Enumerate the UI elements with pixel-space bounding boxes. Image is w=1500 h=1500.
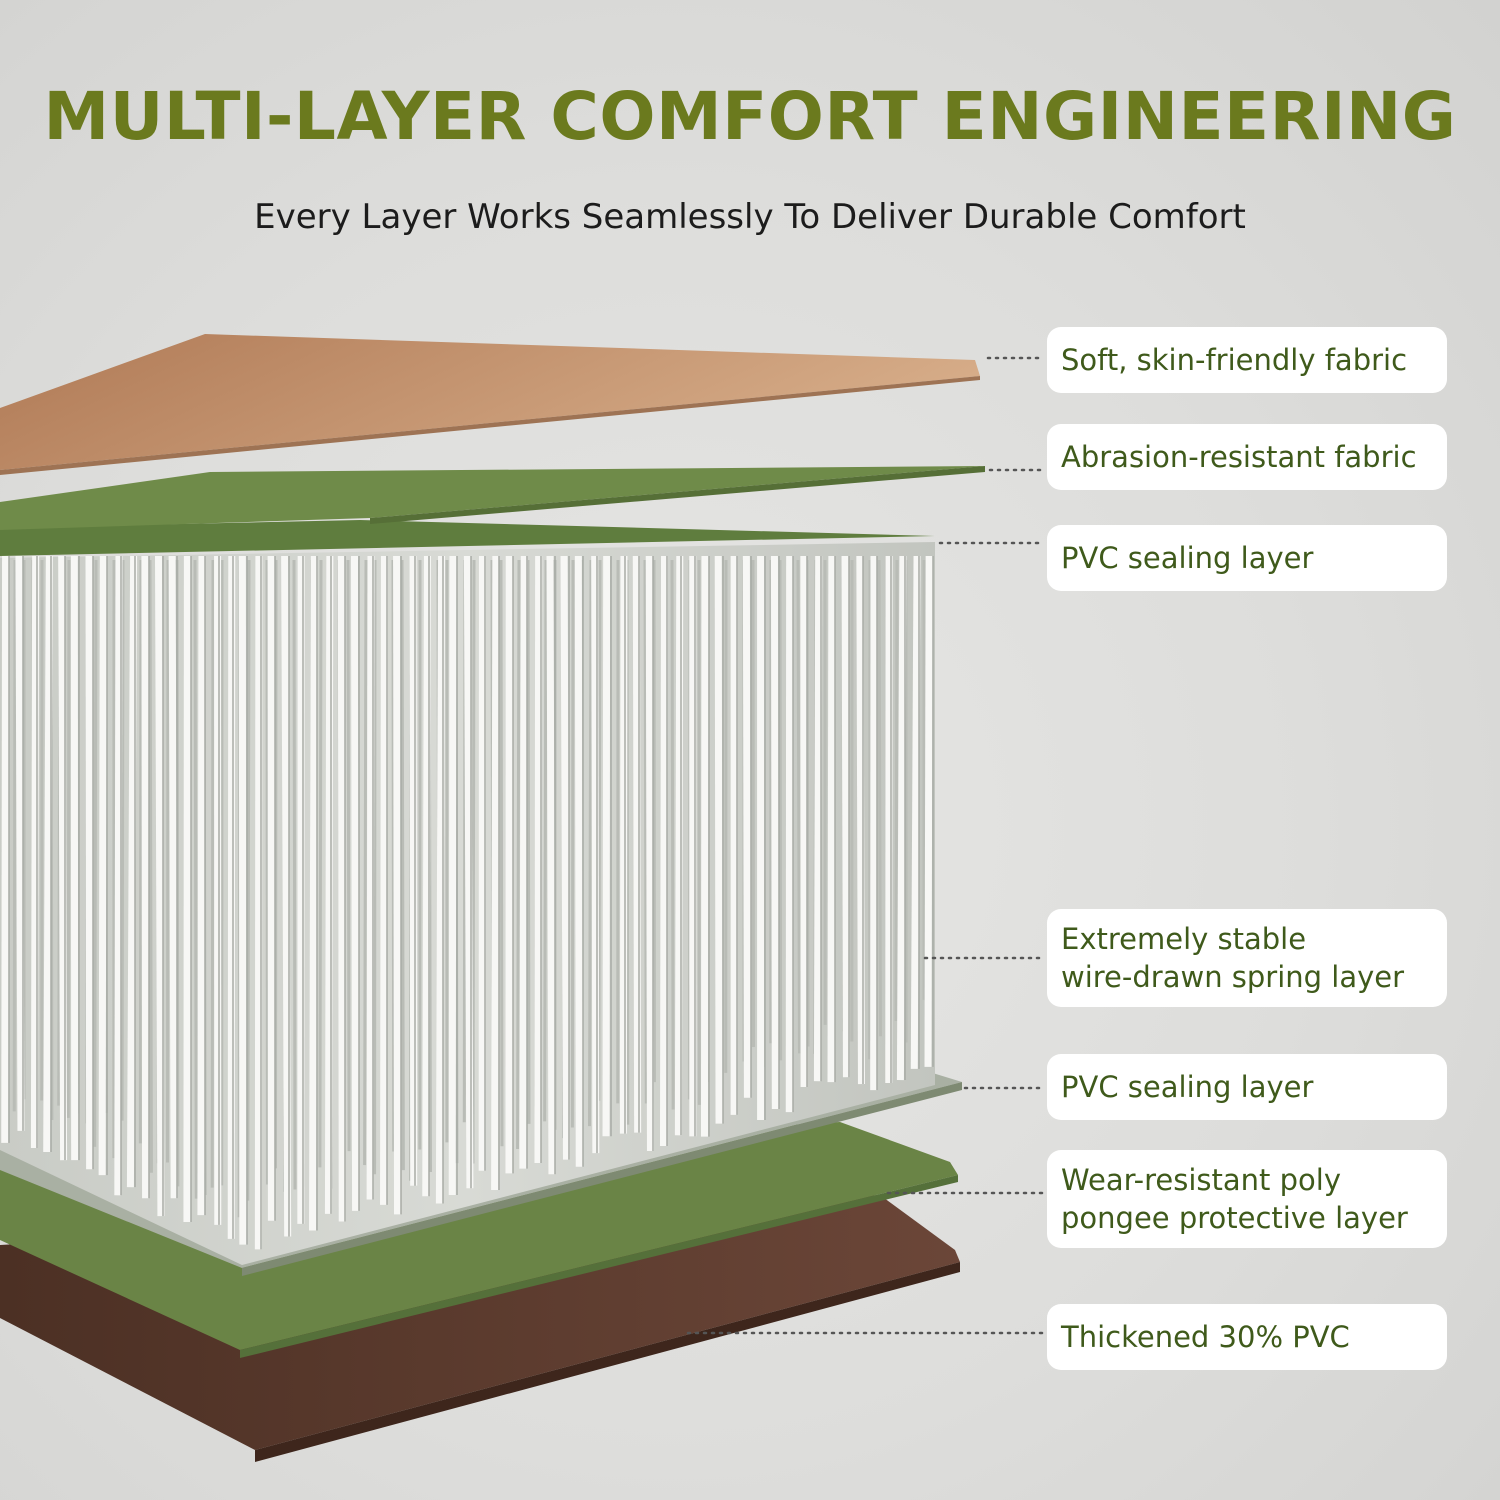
spring-wire-back bbox=[212, 560, 213, 1188]
spring-wire bbox=[341, 556, 342, 1222]
spring-wire bbox=[538, 556, 539, 1163]
spring-wire bbox=[564, 556, 566, 1160]
spring-wire bbox=[774, 556, 775, 1109]
spring-wire-back bbox=[140, 560, 141, 1143]
spring-wire bbox=[550, 556, 552, 1174]
spring-wire bbox=[47, 556, 50, 1152]
spring-wire-back bbox=[95, 560, 96, 1147]
spring-wire bbox=[370, 556, 371, 1199]
label-text-line-1: Extremely stable bbox=[1061, 920, 1306, 958]
spring-wire bbox=[413, 556, 414, 1186]
spring-wire bbox=[384, 556, 385, 1205]
spring-wire-back bbox=[545, 560, 546, 1121]
label-pvc-sealing-upper: PVC sealing layer bbox=[1047, 525, 1447, 591]
spring-wire bbox=[495, 556, 496, 1190]
spring-wire bbox=[145, 556, 146, 1198]
label-abrasion-fabric: Abrasion-resistant fabric bbox=[1047, 424, 1447, 490]
spring-wire bbox=[623, 556, 624, 1134]
spring-wire-back bbox=[879, 560, 880, 1036]
spring-wire bbox=[606, 556, 607, 1136]
spring-wire bbox=[467, 556, 470, 1188]
spring-wire-back bbox=[473, 560, 474, 1164]
spring-wire-back bbox=[501, 560, 502, 1146]
spring-wire bbox=[718, 556, 719, 1124]
spring-wire-back bbox=[798, 560, 799, 1053]
label-text-line-2: pongee protective layer bbox=[1061, 1199, 1408, 1237]
label-pvc-sealing-lower: PVC sealing layer bbox=[1047, 1054, 1447, 1120]
spring-wire bbox=[439, 556, 441, 1204]
spring-wire bbox=[900, 556, 902, 1080]
spring-wire bbox=[817, 556, 818, 1081]
spring-wire bbox=[102, 556, 103, 1175]
spring-wire bbox=[578, 556, 579, 1167]
spring-wire bbox=[130, 556, 133, 1187]
layer-green-abrasion bbox=[0, 466, 985, 530]
spring-wire bbox=[285, 556, 288, 1236]
spring-wire bbox=[845, 556, 846, 1077]
spring-wire bbox=[523, 556, 524, 1169]
label-spring-layer: Extremely stable wire-drawn spring layer bbox=[1047, 909, 1447, 1007]
spring-wire bbox=[860, 556, 862, 1084]
spring-wire bbox=[34, 556, 35, 1148]
spring-wire-back bbox=[780, 560, 781, 1060]
layer-top-fabric bbox=[0, 334, 980, 470]
label-soft-fabric: Soft, skin-friendly fabric bbox=[1047, 327, 1447, 393]
spring-wire bbox=[62, 556, 64, 1160]
spring-wire bbox=[649, 556, 650, 1151]
spring-wire-back bbox=[528, 560, 529, 1124]
spring-wire bbox=[172, 556, 174, 1198]
spring-wire-back bbox=[365, 560, 366, 1165]
spring-wire bbox=[746, 556, 747, 1098]
spring-wire bbox=[258, 556, 259, 1249]
spring-wire bbox=[636, 556, 637, 1133]
spring-wire-back bbox=[167, 560, 168, 1162]
spring-wire-back bbox=[590, 560, 591, 1126]
spring-wire bbox=[159, 556, 161, 1216]
label-text-line-2: wire-drawn spring layer bbox=[1061, 958, 1404, 996]
spring-wire-back bbox=[402, 560, 403, 1170]
spring-wire bbox=[313, 556, 315, 1231]
spring-wire bbox=[914, 556, 917, 1069]
spring-wire bbox=[928, 556, 929, 1067]
spring-wire bbox=[231, 556, 232, 1239]
spring-wire bbox=[354, 556, 355, 1211]
label-text: Abrasion-resistant fabric bbox=[1061, 438, 1417, 476]
spring-wire bbox=[118, 556, 119, 1195]
spring-wire bbox=[328, 556, 329, 1214]
spring-wire bbox=[397, 556, 398, 1214]
label-text: PVC sealing layer bbox=[1061, 539, 1313, 577]
spring-wire-back bbox=[896, 560, 897, 1021]
label-text: Thickened 30% PVC bbox=[1061, 1318, 1350, 1356]
spring-wire bbox=[426, 556, 428, 1196]
spring-wire-back bbox=[320, 560, 321, 1167]
spring-wire bbox=[595, 556, 596, 1153]
spring-wire-back bbox=[248, 560, 249, 1201]
spring-wire bbox=[5, 556, 6, 1143]
spring-wire-back bbox=[150, 560, 151, 1173]
spring-wire-back bbox=[195, 560, 196, 1199]
label-text: PVC sealing layer bbox=[1061, 1068, 1313, 1106]
spring-wire-back bbox=[572, 560, 573, 1128]
spring-wire-back bbox=[14, 560, 15, 1111]
label-text-line-1: Wear-resistant poly bbox=[1061, 1161, 1341, 1199]
spring-wire bbox=[663, 556, 664, 1146]
spring-wire-back bbox=[294, 560, 295, 1190]
spring-wire-back bbox=[348, 560, 349, 1151]
spring-wire-back bbox=[753, 560, 754, 1047]
spring-wire-back bbox=[518, 560, 519, 1149]
spring-wire-back bbox=[672, 560, 673, 1109]
label-text: Soft, skin-friendly fabric bbox=[1061, 341, 1407, 379]
spring-wire-back bbox=[68, 560, 69, 1118]
label-poly-pongee: Wear-resistant poly pongee protective la… bbox=[1047, 1150, 1447, 1248]
spring-wire bbox=[678, 556, 679, 1135]
spring-wire bbox=[831, 556, 832, 1082]
label-thickened-pvc: Thickened 30% PVC bbox=[1047, 1304, 1447, 1370]
spring-wire bbox=[201, 556, 202, 1215]
spring-wire bbox=[19, 556, 21, 1131]
spring-wire bbox=[452, 556, 453, 1195]
spring-wire bbox=[89, 556, 90, 1169]
